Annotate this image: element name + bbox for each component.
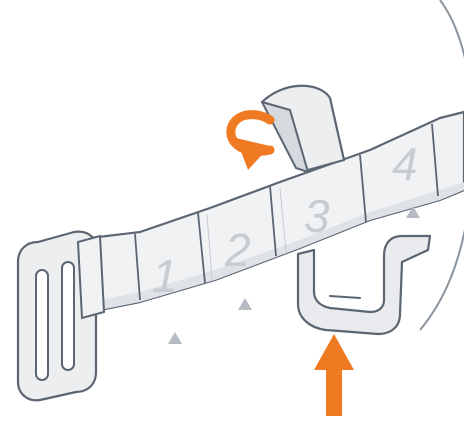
buckle-slot-left: [36, 270, 48, 380]
slot-label-3: 3: [304, 190, 330, 242]
strap-tail: [78, 236, 104, 318]
slot-label-4: 4: [392, 138, 418, 190]
hook-icon: [298, 236, 430, 334]
hook-body: [298, 236, 430, 334]
slot-label-1: 1: [152, 250, 178, 302]
strap-loop: [262, 86, 344, 172]
up-arrow-icon: [314, 334, 354, 416]
position-marker-icon: [238, 298, 252, 310]
slot-label-2: 2: [224, 224, 251, 276]
rotate-arrow-icon: [231, 115, 270, 170]
up-arrow-shape: [314, 334, 354, 416]
buckle-slot-right: [62, 262, 74, 370]
buckle-icon: [18, 232, 104, 401]
hook-slot: [330, 296, 360, 298]
position-marker-icon: [168, 332, 182, 344]
